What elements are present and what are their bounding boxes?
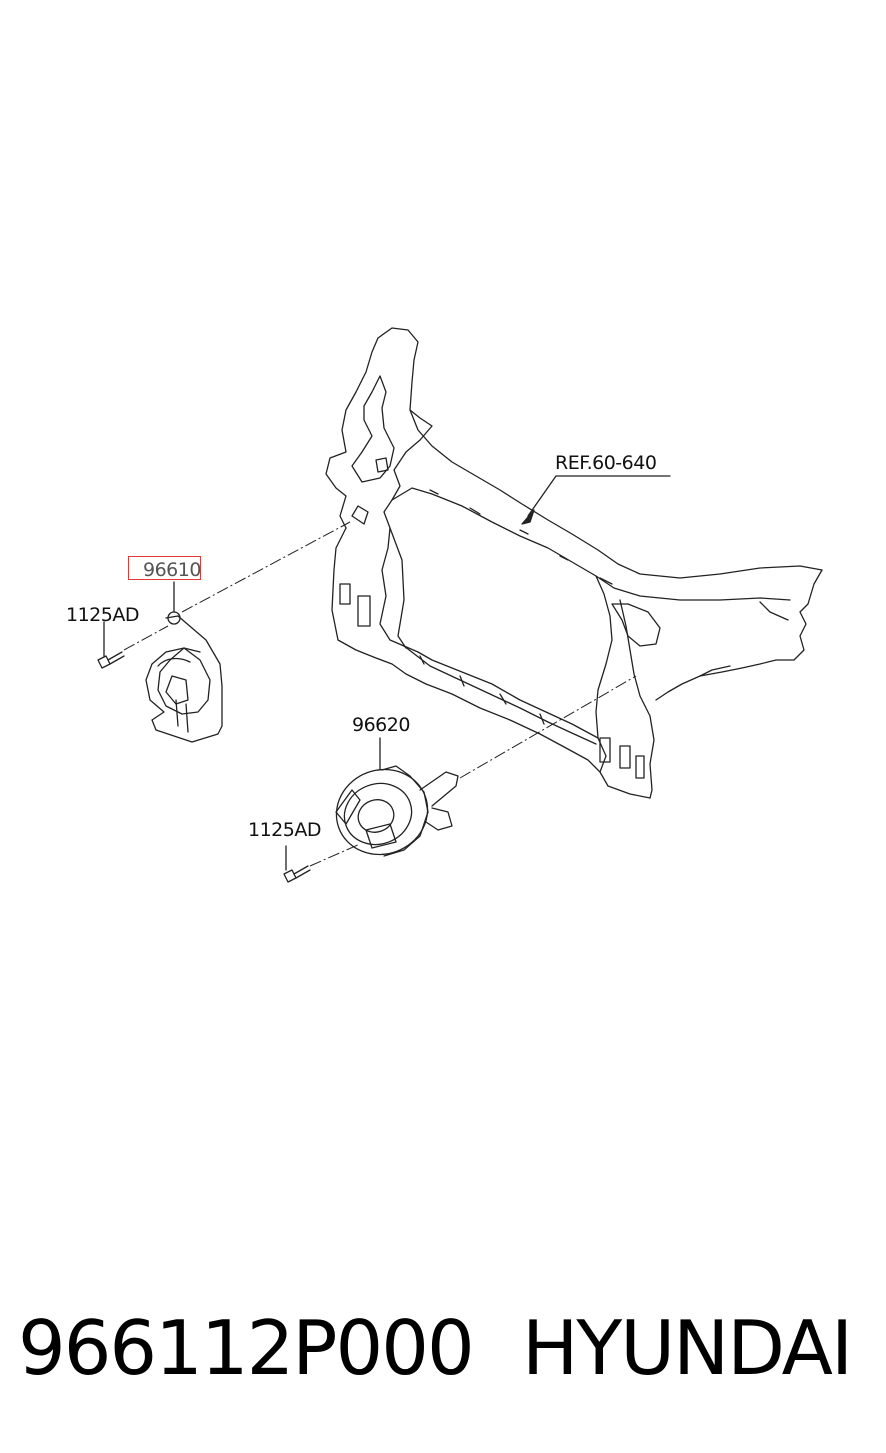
parts-diagram bbox=[97, 327, 823, 883]
ref-label: REF.60-640 bbox=[555, 452, 657, 474]
front-end-carrier-frame bbox=[325, 327, 823, 799]
footer: 966112P000 HYUNDAI bbox=[0, 1298, 886, 1398]
bolt-lower bbox=[283, 865, 311, 883]
bolt-label-lower[interactable]: 1125AD bbox=[248, 819, 321, 841]
part-label-96620[interactable]: 96620 bbox=[352, 714, 410, 736]
bolt-label-left[interactable]: 1125AD bbox=[66, 604, 139, 626]
horn-96610 bbox=[145, 611, 223, 743]
brand-name: HYUNDAI bbox=[522, 1304, 853, 1392]
part-label-96610[interactable]: 96610 bbox=[143, 559, 201, 581]
part-number: 966112P000 bbox=[18, 1304, 475, 1392]
bolt-left bbox=[97, 651, 125, 669]
highlight-box bbox=[128, 556, 201, 580]
horn-96620 bbox=[335, 765, 459, 857]
